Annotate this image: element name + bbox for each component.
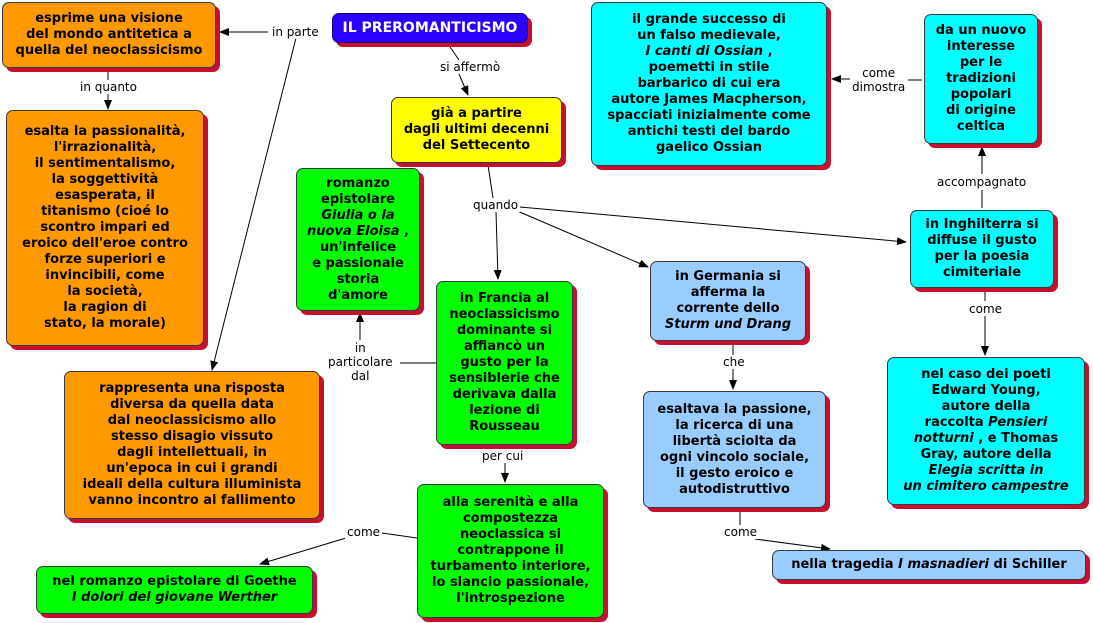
node-passionalita[interactable]: esalta la passionalità, l'irrazionalità,…	[6, 110, 204, 346]
germania-title: Sturm und Drang	[664, 317, 792, 332]
label-come-young: come	[967, 302, 1005, 316]
link-serenita-come	[381, 532, 418, 539]
schiller-text-a: nella tragedia	[791, 557, 899, 572]
node-esaltava[interactable]: esaltava la passione, la ricerca di una …	[643, 391, 826, 508]
node-celtica[interactable]: da un nuovo interesse per le tradizioni …	[924, 14, 1038, 144]
schiller-text-c: di Schiller	[989, 557, 1067, 572]
label-come-schiller: come	[722, 525, 760, 539]
ossian-text-c: , poemetti in stile barbarico di cui era…	[607, 44, 811, 155]
ossian-title: I canti di Ossian	[645, 44, 764, 59]
goethe-title: I dolori del giovane Werther	[71, 590, 278, 605]
label-si-affermo: si affermò	[438, 60, 503, 74]
node-schiller[interactable]: nella tragedia I masnadieri di Schiller	[772, 550, 1086, 580]
goethe-text-a: nel romanzo epistolare di Goethe	[52, 574, 297, 589]
node-settecento[interactable]: già a partire dagli ultimi decenni del S…	[391, 97, 562, 163]
link-quando-francia	[493, 211, 502, 280]
node-serenita[interactable]: alla serenità e alla compostezza neoclas…	[417, 484, 604, 618]
young-title-1: Pensieri notturni	[913, 415, 1048, 446]
label-quando: quando	[471, 198, 521, 212]
ossian-text-a: il grande successo di un falso medievale…	[632, 12, 786, 43]
node-francia[interactable]: in Francia al neoclassicismo dominante s…	[436, 281, 573, 445]
label-come-goethe: come	[345, 525, 383, 539]
young-text-c: , e Thomas Gray, autore della	[920, 431, 1059, 462]
link-title-siaffermo	[447, 43, 460, 61]
link-settecento-quando	[487, 164, 494, 199]
node-risposta[interactable]: rappresenta una risposta diversa da quel…	[64, 371, 320, 519]
link-come-goethe	[259, 537, 347, 566]
young-text-a: nel caso dei poeti Edward Young, autore …	[921, 367, 1051, 430]
giulia-text-a: romanzo epistolare	[321, 175, 395, 207]
link-inparte-risposta	[210, 37, 297, 371]
node-ossian[interactable]: il grande successo di un falso medievale…	[591, 2, 827, 166]
young-title-2: Elegia scritta in un cimitero campestre	[903, 463, 1069, 494]
link-quando-germania	[514, 209, 649, 268]
label-accompagnato: accompagnato	[935, 175, 1029, 189]
node-title[interactable]: IL PREROMANTICISMO	[332, 13, 528, 43]
giulia-title: Giulia o la nuova Eloisa	[307, 207, 400, 239]
label-in-particolare: in particolare dal	[326, 341, 395, 383]
label-in-quanto: in quanto	[78, 80, 139, 94]
label-che: che	[721, 355, 747, 369]
node-germania[interactable]: in Germania si afferma la corrente dello…	[650, 261, 806, 341]
node-visione[interactable]: esprime una visione del mondo antitetica…	[2, 2, 216, 68]
label-come-dimostra: come dimostra	[850, 66, 908, 94]
label-in-parte: in parte	[270, 25, 321, 39]
link-siaffermo-settecento	[458, 73, 469, 96]
label-per-cui: per cui	[480, 449, 526, 463]
schiller-title: I masnadieri	[898, 557, 990, 572]
node-young[interactable]: nel caso dei poeti Edward Young, autore …	[887, 357, 1085, 505]
node-inghilterra[interactable]: in Inghilterra si diffuse il gusto per l…	[910, 210, 1054, 288]
giulia-text-c: , un'infelice e passionale storia d'amor…	[312, 223, 409, 303]
link-come-schiller	[754, 538, 831, 552]
germania-text-a: in Germania si afferma la corrente dello	[675, 269, 781, 316]
link-quando-inghilterra	[519, 206, 907, 246]
